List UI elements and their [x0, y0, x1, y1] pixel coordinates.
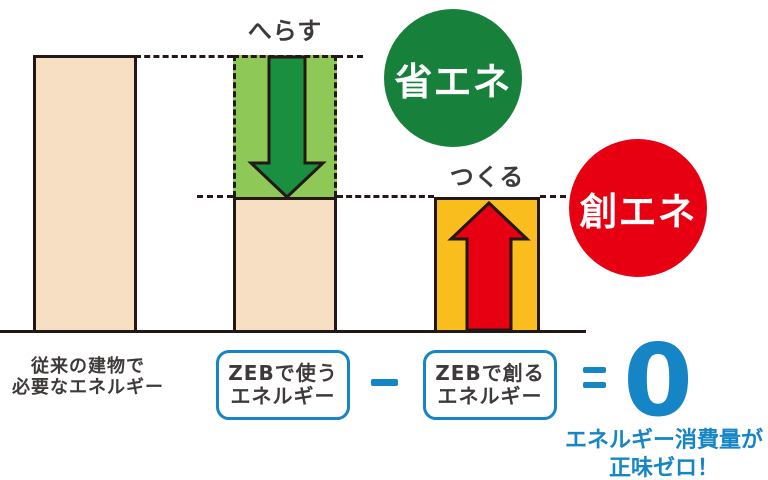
- reduce-label: へらす: [247, 17, 323, 45]
- conventional-energy-label-line1: 従来の建物で: [31, 356, 145, 377]
- bar-zeb-energy-created: [434, 197, 540, 333]
- create-energy-badge-label: 創エネ: [579, 189, 697, 234]
- reference-dashed-line-top-right: [337, 55, 363, 58]
- create-energy-badge: 創エネ: [569, 139, 707, 277]
- reference-dashed-line-mid-left: [197, 195, 233, 198]
- save-energy-badge: 省エネ: [384, 9, 522, 147]
- bar-conventional-energy: [33, 55, 137, 333]
- bar-zeb-energy-used: [233, 197, 337, 333]
- zeb-energy-used-line1: ZEBで使う: [228, 361, 338, 385]
- conventional-energy-label: 従来の建物で 必要なエネルギー: [0, 356, 176, 398]
- zero-figure: 0: [623, 322, 693, 439]
- zeb-energy-used-box: ZEBで使う エネルギー: [216, 350, 350, 420]
- equals-sign-bottom-bar: [583, 382, 606, 388]
- result-caption-line2: 正味ゼロ！: [608, 456, 719, 480]
- baseline: [0, 330, 586, 333]
- reference-dashed-line-top-left: [135, 55, 233, 58]
- equals-sign: [583, 367, 606, 388]
- zeb-energy-used-line2: エネルギー: [230, 384, 336, 408]
- equals-sign-top-bar: [583, 367, 606, 373]
- zeb-energy-created-box: ZEBで創る エネルギー: [423, 350, 557, 420]
- reference-dashed-line-mid-right: [540, 195, 566, 198]
- bar-energy-saving-zone: [233, 55, 337, 197]
- minus-sign: [371, 379, 398, 386]
- result-caption-line1: エネルギー消費量が: [564, 428, 763, 453]
- zeb-energy-created-line2: エネルギー: [437, 384, 543, 408]
- create-label: つくる: [449, 163, 525, 191]
- save-energy-badge-label: 省エネ: [394, 59, 512, 104]
- conventional-energy-label-line2: 必要なエネルギー: [12, 377, 164, 398]
- result-caption: エネルギー消費量が 正味ゼロ！: [560, 427, 768, 480]
- reference-dashed-line-mid-center: [337, 195, 434, 198]
- zeb-energy-created-line1: ZEBで創る: [435, 361, 545, 385]
